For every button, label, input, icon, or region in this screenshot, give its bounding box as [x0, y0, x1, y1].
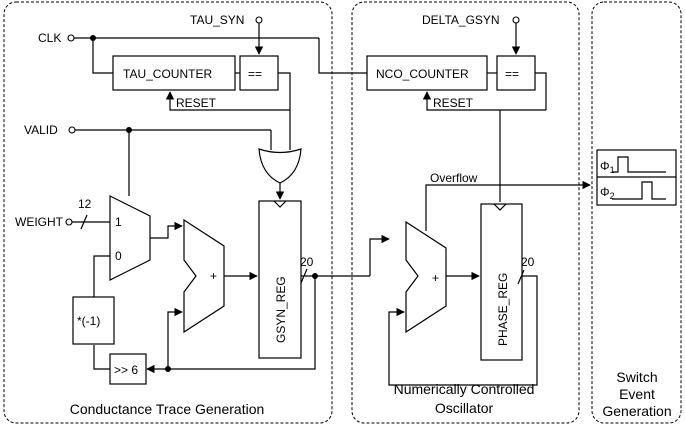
or-gate[interactable]	[258, 148, 302, 184]
delta-gsyn-pin[interactable]	[512, 16, 520, 24]
nco-adder[interactable]	[405, 220, 447, 334]
tau-reset-wire	[165, 91, 290, 111]
gsyn-reg-block[interactable]	[258, 200, 302, 359]
phase-bus-width: 20	[521, 255, 535, 269]
weight-mux[interactable]	[109, 195, 151, 281]
trace-section-title: Conductance Trace Generation	[70, 401, 265, 417]
nco-counter-label: NCO_COUNTER	[376, 67, 469, 81]
nco-compare-out-wire	[535, 72, 547, 110]
switch-section-title-line1: Switch	[616, 369, 657, 385]
phi1-label: Φ1	[600, 159, 615, 175]
weight-label: WEIGHT	[15, 215, 64, 229]
phase-bus-slash	[517, 269, 525, 285]
tau-counter-block[interactable]	[112, 55, 236, 91]
negate-block[interactable]	[72, 296, 115, 345]
tau-compare-out-wire	[278, 72, 291, 150]
trace-adder-sign: +	[210, 269, 217, 283]
clk-to-nco-counter-wire	[318, 38, 367, 74]
nco-reset-wire	[422, 91, 546, 111]
gsyn-to-nco-adder-wire	[369, 234, 390, 276]
trace-adder[interactable]	[183, 218, 225, 334]
tau-compare-block[interactable]	[239, 55, 279, 91]
overflow-wire	[425, 180, 591, 231]
overflow-label: Overflow	[430, 171, 478, 185]
weight-bus-slash	[80, 214, 88, 230]
nco-section-title-line1: Numerically Controlled	[394, 381, 535, 397]
nco-adder-sign: +	[432, 271, 439, 285]
shift-to-negate-wire	[93, 345, 110, 370]
tau-syn-pin[interactable]	[255, 16, 263, 24]
nco-compare-label: ==	[505, 67, 519, 81]
feedback-to-adder-wire	[167, 307, 183, 369]
trace-section-frame	[3, 1, 333, 424]
tau-reset-label: RESET	[176, 96, 217, 110]
gsyn-feedback-wire	[168, 276, 316, 370]
delta-gsyn-label: DELTA_GSYN	[422, 13, 500, 27]
phi1-waveform	[612, 156, 666, 173]
gsyn-bus-slash	[300, 268, 308, 284]
nco-section-title-line2: Oscillator	[435, 400, 494, 416]
valid-label: VALID	[24, 123, 58, 137]
gsyn-reg-label: GSYN_REG	[274, 276, 288, 343]
tau-compare-label: ==	[248, 67, 262, 81]
negate-to-mux-wire	[93, 255, 110, 297]
phase-reg-label: PHASE_REG	[496, 273, 510, 346]
shift-label: >> 6	[114, 363, 138, 377]
switch-section-frame	[591, 1, 682, 424]
negate-label: *(-1)	[77, 314, 100, 328]
mux-input-1-label: 1	[115, 215, 122, 229]
tau-counter-label: TAU_COUNTER	[123, 67, 212, 81]
clk-to-tau-counter-wire	[92, 38, 113, 74]
phase-feedback-wire	[388, 275, 538, 386]
switch-section-title-line2: Event	[619, 386, 655, 402]
weight-bus-width: 12	[78, 197, 92, 211]
valid-pin[interactable]	[68, 126, 76, 134]
switch-section-title-line3: Generation	[602, 403, 671, 419]
gsyn-bus-width: 20	[300, 255, 314, 269]
mux-to-adder-wire	[150, 221, 183, 239]
clk-pin[interactable]	[67, 34, 75, 42]
nco-section-frame	[351, 1, 580, 424]
tau-syn-label: TAU_SYN	[190, 13, 244, 27]
clk-label: CLK	[38, 31, 61, 45]
shift-block[interactable]	[109, 353, 147, 385]
phi2-label: Φ2	[600, 185, 615, 201]
nco-counter-block[interactable]	[366, 55, 488, 91]
mux-input-0-label: 0	[115, 249, 122, 263]
gsyn-reg-clk-chevron	[273, 200, 287, 208]
phase-reg-clk-chevron	[493, 203, 507, 211]
nco-reset-label: RESET	[433, 96, 474, 110]
weight-pin[interactable]	[65, 218, 73, 226]
phase-reg-block[interactable]	[480, 203, 523, 361]
phi2-waveform	[612, 181, 666, 200]
